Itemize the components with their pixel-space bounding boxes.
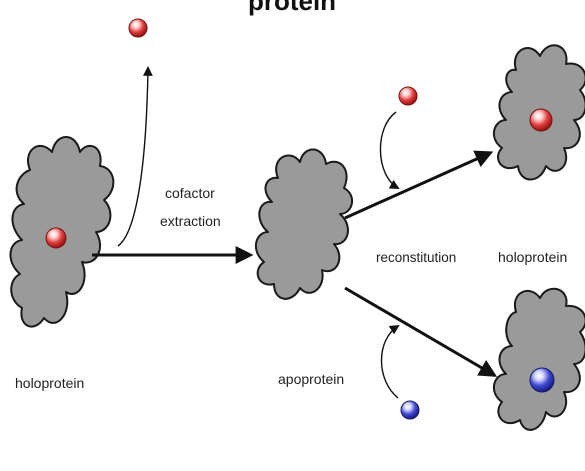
cofactor-red-extracted — [129, 19, 147, 37]
apoprotein-shape — [256, 149, 352, 298]
reconstitution-arrow-lower — [345, 288, 494, 375]
label-apoprotein: apoprotein — [278, 371, 344, 387]
label-holoprotein-left: holoprotein — [15, 375, 84, 391]
label-reconstitution: reconstitution — [376, 250, 456, 265]
extraction-curve-arrow — [118, 68, 148, 246]
cofactor-blue-in-right-holoprotein — [530, 368, 554, 392]
label-cofactor: cofactor — [165, 185, 215, 201]
cofactor-blue-incoming — [401, 401, 419, 419]
cofactor-red-in-left-holoprotein — [46, 228, 66, 248]
cofactor-blue-insertion-curve — [382, 326, 399, 398]
label-holoprotein-right: holoprotein — [498, 249, 567, 265]
cofactor-red-incoming — [399, 87, 417, 105]
holoprotein-right-lower-shape — [494, 289, 585, 430]
cofactor-red-in-right-holoprotein — [530, 109, 552, 131]
reconstitution-arrow-upper — [345, 153, 490, 218]
top-title-fragment: protein — [248, 0, 336, 16]
label-extraction: extraction — [160, 213, 221, 229]
cofactor-red-insertion-curve — [380, 112, 398, 188]
